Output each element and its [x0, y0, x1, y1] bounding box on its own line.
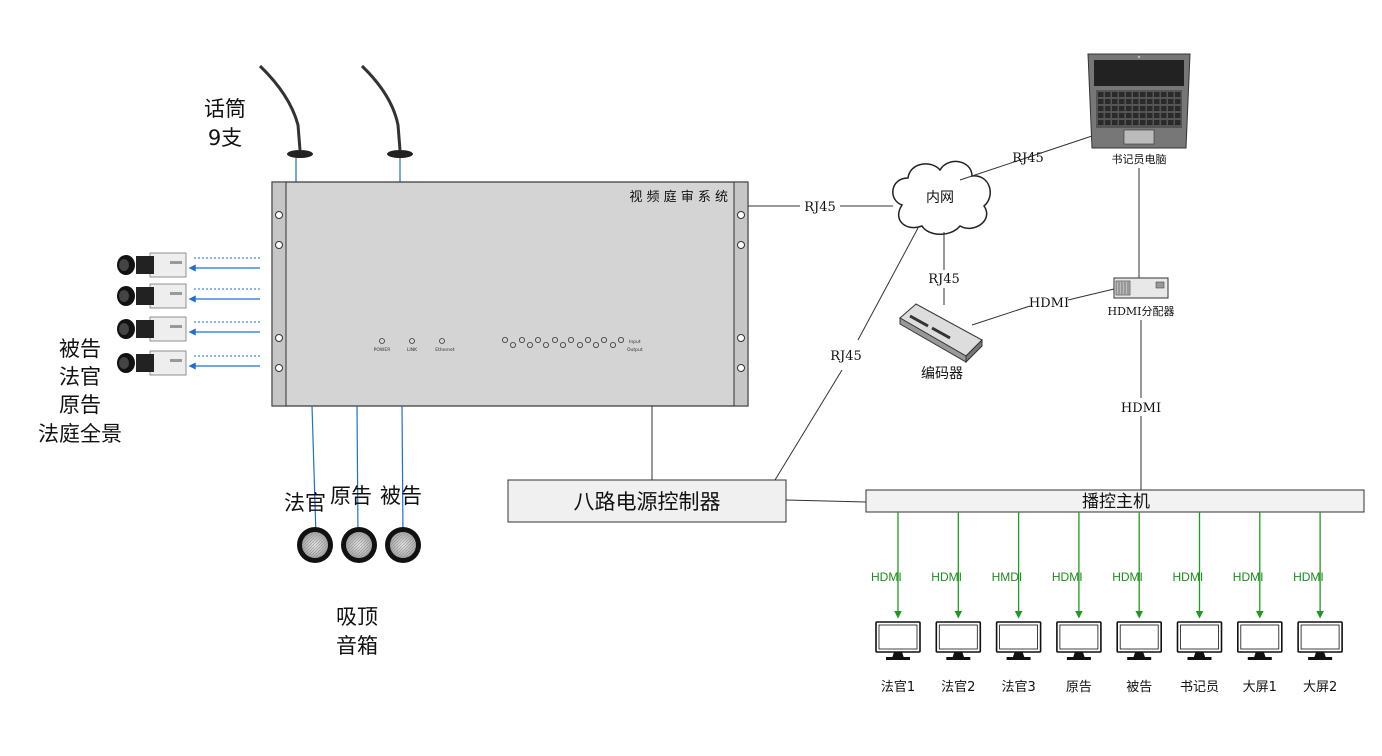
hdmi-encoder-label: HDMI [1029, 296, 1069, 311]
port-jack [560, 341, 567, 348]
port-jack [601, 336, 608, 343]
port-jack [519, 336, 526, 343]
monitor-icon [935, 621, 982, 660]
camera-label-3: 原告 [59, 393, 101, 417]
camera-icon [117, 252, 187, 278]
speaker-caption-line2: 音箱 [336, 634, 378, 658]
monitor-label: 法官1 [881, 679, 915, 695]
output-monitors: HDMI 法官1 HDMI 法官2 HMDI 法官3 HDMI 原告 HDMI 被告 HDMI 书记员… [871, 512, 1343, 695]
monitor-label: 书记员 [1180, 680, 1219, 695]
port-jack [501, 336, 508, 343]
laptop-label: 书记员电脑 [1112, 153, 1167, 166]
port-jack [618, 336, 625, 343]
port-jack [509, 341, 516, 348]
output-monitor: HMDI 法官3 [992, 512, 1042, 695]
indicator-ethernet: Ethernet [435, 347, 455, 353]
port-jack [527, 341, 534, 348]
speaker-label-1: 法官 [284, 491, 326, 515]
monitor-label: 法官2 [941, 679, 975, 695]
intranet-cloud [892, 160, 991, 235]
mic-label-line1: 话筒 [204, 97, 246, 121]
monitor-label: 被告 [1126, 680, 1152, 695]
host-label: 播控主机 [1082, 492, 1150, 512]
encoder-icon [899, 303, 983, 364]
power-controller-label: 八路电源控制器 [574, 490, 721, 514]
port-jack [543, 341, 550, 348]
port-label-output: Output [627, 347, 643, 353]
hdmi-link-label: HDMI [1293, 570, 1324, 584]
monitor-label: 原告 [1066, 680, 1092, 695]
video-trial-system-unit [271, 181, 749, 407]
camera-label-4: 法庭全景 [38, 422, 122, 446]
monitor-icon [1056, 621, 1102, 660]
camera-icon [117, 283, 187, 309]
port-row [501, 336, 625, 348]
output-monitor: HDMI 书记员 [1173, 512, 1223, 695]
monitor-icon [1237, 621, 1283, 660]
splitter-label: HDMI分配器 [1107, 305, 1174, 318]
hdmi-splitter-icon [1113, 277, 1169, 299]
hdmi-link-label: HDMI [1112, 570, 1143, 584]
monitor-icon [1176, 621, 1223, 660]
port-jack [552, 336, 559, 343]
monitor-label: 法官3 [1001, 679, 1035, 695]
hdmi-link-label: HDMI [1233, 570, 1264, 584]
output-monitor: HDMI 大屏2 [1293, 512, 1343, 695]
port-jack [568, 336, 575, 343]
monitor-icon [1297, 621, 1343, 660]
hdmi-link-label: HMDI [992, 570, 1023, 584]
output-monitor: HDMI 法官2 [931, 512, 982, 695]
output-monitor: HDMI 法官1 [871, 512, 921, 695]
hdmi-link-label: HDMI [1173, 570, 1204, 584]
microphone-right [360, 64, 413, 182]
output-monitor: HDMI 被告 [1112, 512, 1162, 695]
cloud-label: 内网 [926, 190, 954, 206]
indicator-link: LINK [407, 347, 418, 353]
rj45-encoder-label: RJ45 [928, 272, 960, 287]
camera-icon [117, 350, 187, 376]
system-title: 视 频 庭 审 系 统 [629, 189, 728, 205]
rj45-system-label: RJ45 [804, 200, 836, 215]
monitor-icon [875, 621, 921, 660]
indicator-power: POWER [374, 347, 391, 353]
port-jack [535, 336, 542, 343]
encoder-label: 编码器 [921, 366, 963, 382]
camera-label-1: 被告 [59, 337, 101, 361]
camera-label-2: 法官 [59, 365, 101, 389]
monitor-label: 大屏1 [1243, 680, 1277, 695]
monitor-icon [1116, 621, 1162, 660]
hdmi-splitter-label: HDMI [1121, 401, 1161, 416]
playback-host [865, 489, 1365, 513]
monitor-icon [995, 621, 1042, 660]
output-monitor: HDMI 原告 [1052, 512, 1102, 695]
monitor-label: 大屏2 [1303, 680, 1337, 695]
output-monitor: HDMI 大屏1 [1233, 512, 1283, 695]
camera-icon [117, 316, 187, 342]
speaker-caption-line1: 吸顶 [336, 605, 378, 629]
hdmi-link-label: HDMI [871, 570, 902, 584]
ceiling-speaker-3 [385, 527, 421, 563]
clerk-laptop-icon [1087, 53, 1191, 149]
port-label-input: Input [629, 339, 641, 345]
rj45-power-label: RJ45 [830, 349, 862, 364]
hdmi-link-label: HDMI [1052, 570, 1083, 584]
speaker-label-3: 被告 [380, 484, 422, 508]
microphone-left [258, 64, 313, 182]
port-jack [610, 341, 617, 348]
ceiling-speaker-1 [297, 527, 333, 563]
port-jack [593, 341, 600, 348]
power-controller [507, 479, 787, 523]
rj45-laptop-label: RJ45 [1012, 151, 1044, 166]
indicator-leds [379, 338, 445, 344]
ceiling-speaker-2 [341, 527, 377, 563]
camera-group [117, 252, 260, 376]
port-jack [585, 336, 592, 343]
mic-label-line2: 9支 [208, 126, 242, 150]
speaker-label-2: 原告 [330, 484, 372, 508]
hdmi-link-label: HDMI [931, 570, 962, 584]
port-jack [577, 341, 584, 348]
